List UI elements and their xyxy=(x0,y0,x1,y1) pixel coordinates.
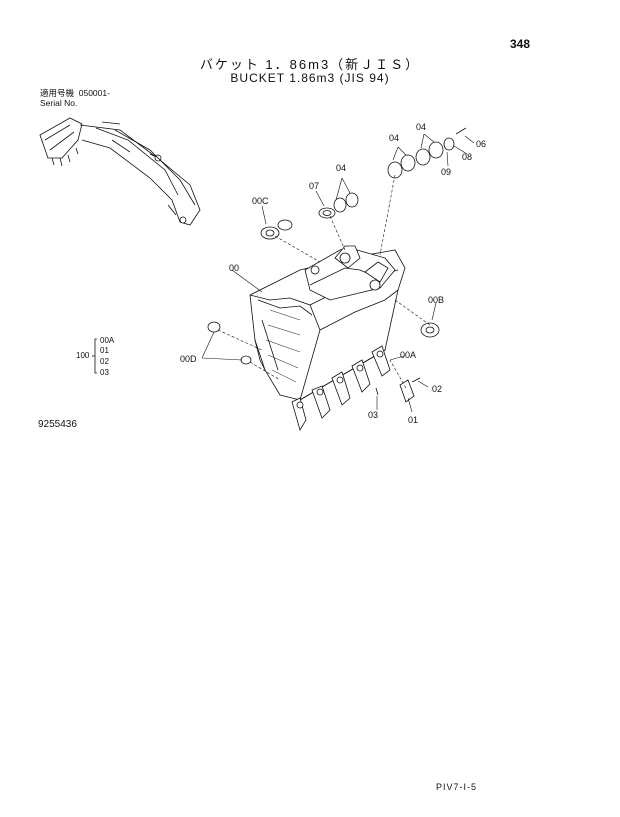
document-number: 9255436 xyxy=(38,419,77,430)
quantity-item-00a: 00A xyxy=(100,336,115,345)
page-title-english: BUCKET 1.86m3 (JIS 94) xyxy=(230,71,390,85)
callout-00b: 00B xyxy=(428,295,444,305)
quantity-bracket xyxy=(92,338,97,374)
callout-00c: 00C xyxy=(252,196,269,206)
callout-01: 01 xyxy=(408,415,418,425)
callout-00d: 00D xyxy=(180,354,197,364)
excavator-arm-thumbnail xyxy=(39,117,201,226)
callout-04-right: 04 xyxy=(416,122,426,132)
footer-code: PIV7-I-5 xyxy=(436,782,478,792)
callout-04-left: 04 xyxy=(336,163,346,173)
page-number: 348 xyxy=(510,37,531,51)
leader-lines xyxy=(201,133,475,413)
part-callouts: 00 00A 00B 00C 00D 01 02 03 04 04 04 06 … xyxy=(180,122,486,425)
callout-09: 09 xyxy=(441,167,451,177)
hardware-parts xyxy=(207,127,467,403)
serial-from: 050001- xyxy=(78,88,110,98)
callout-03: 03 xyxy=(368,410,378,420)
quantity-item-01: 01 xyxy=(100,346,109,355)
callout-07: 07 xyxy=(309,181,319,191)
serial-label-english: Serial No. xyxy=(40,98,78,108)
page-title-japanese: バケット 1．86m3（新ＪＩＳ） xyxy=(199,57,421,72)
callout-00a: 00A xyxy=(400,350,416,360)
quantity-item-02: 02 xyxy=(100,357,109,366)
quantity-item-03: 03 xyxy=(100,368,109,377)
callout-06: 06 xyxy=(476,139,486,149)
bucket-body xyxy=(249,245,406,431)
callout-00: 00 xyxy=(229,263,239,273)
assembly-dashed-lines xyxy=(217,174,431,389)
callout-02: 02 xyxy=(432,384,442,394)
serial-label-japanese: 適用号機 xyxy=(40,88,75,98)
quantity-value: 100 xyxy=(76,351,90,360)
serial-applicability: 適用号機 050001- Serial No. xyxy=(40,88,110,108)
callout-08: 08 xyxy=(462,152,472,162)
callout-04-middle: 04 xyxy=(389,133,399,143)
